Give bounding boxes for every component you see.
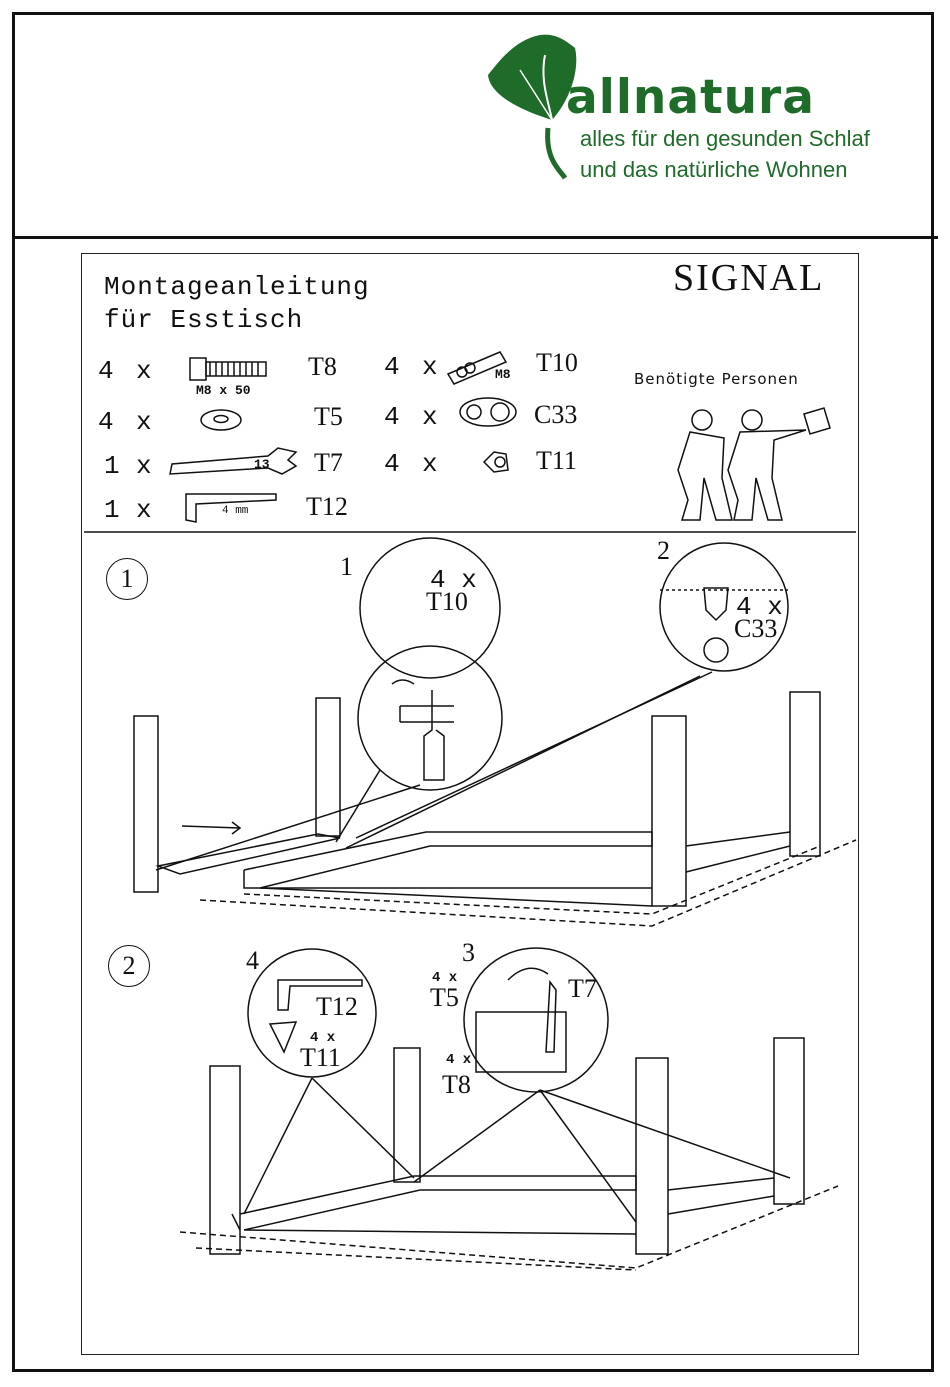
- table-frame-step1: [158, 832, 790, 906]
- detail-4-circle: [248, 949, 376, 1077]
- detail-1-top-circle: [360, 538, 500, 678]
- wrench-icon: [170, 448, 296, 474]
- table-legs-step1: [134, 692, 820, 906]
- detail-2-circle: [660, 543, 788, 671]
- arrow-icon: [182, 826, 240, 828]
- cam-nut-icon: [460, 398, 516, 426]
- allen-key-icon: [186, 494, 276, 522]
- bolt-icon: [190, 358, 266, 380]
- table-legs-step2: [210, 1038, 804, 1254]
- dowel-icon: [448, 352, 506, 384]
- washer-icon: [201, 410, 241, 430]
- detail-3-circle: [464, 948, 608, 1092]
- detail-1-bottom-circle: [358, 646, 502, 790]
- workers-icon: [678, 408, 830, 520]
- table-frame-step2: [232, 1176, 774, 1234]
- threaded-insert-icon: [484, 452, 508, 472]
